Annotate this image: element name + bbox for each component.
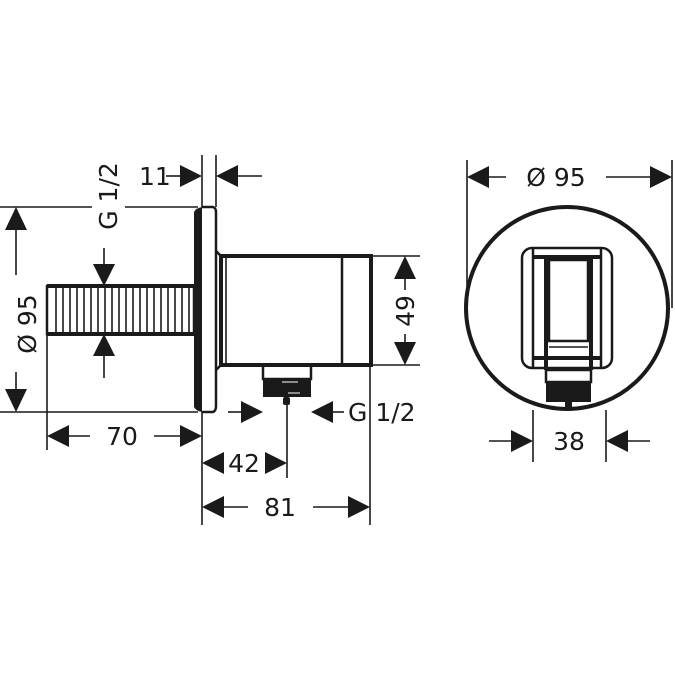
rosette-side [194, 205, 222, 414]
outlet-thread [261, 363, 313, 405]
side-extension-lines [0, 155, 420, 525]
rosette-front [464, 205, 670, 411]
outlet-body [219, 254, 373, 367]
dim-total-depth: 81 [264, 493, 296, 522]
dim-outlet-offset: 42 [228, 449, 260, 478]
dim-inlet-length: 70 [106, 422, 138, 451]
hose-holder [520, 246, 614, 370]
inlet-thread [45, 284, 196, 336]
dim-outlet-width: 38 [553, 427, 585, 456]
dim-thread-outlet: G 1/2 [348, 398, 416, 427]
dim-body-height: 49 [391, 295, 420, 327]
front-view: Ø 95 38 [464, 160, 673, 462]
front-arrowheads [467, 166, 672, 452]
dim-rosette-diameter-front: Ø 95 [526, 163, 585, 192]
front-extension-lines [466, 160, 673, 462]
dim-thread-inlet: G 1/2 [94, 162, 123, 230]
side-arrowheads [5, 165, 416, 518]
side-view: Ø 95 G 1/2 11 49 G 1/2 70 42 81 [0, 155, 420, 525]
dim-rosette-depth: 11 [139, 162, 171, 191]
outlet-thread-front [544, 368, 593, 410]
dim-rosette-diameter-side: Ø 95 [13, 294, 42, 353]
